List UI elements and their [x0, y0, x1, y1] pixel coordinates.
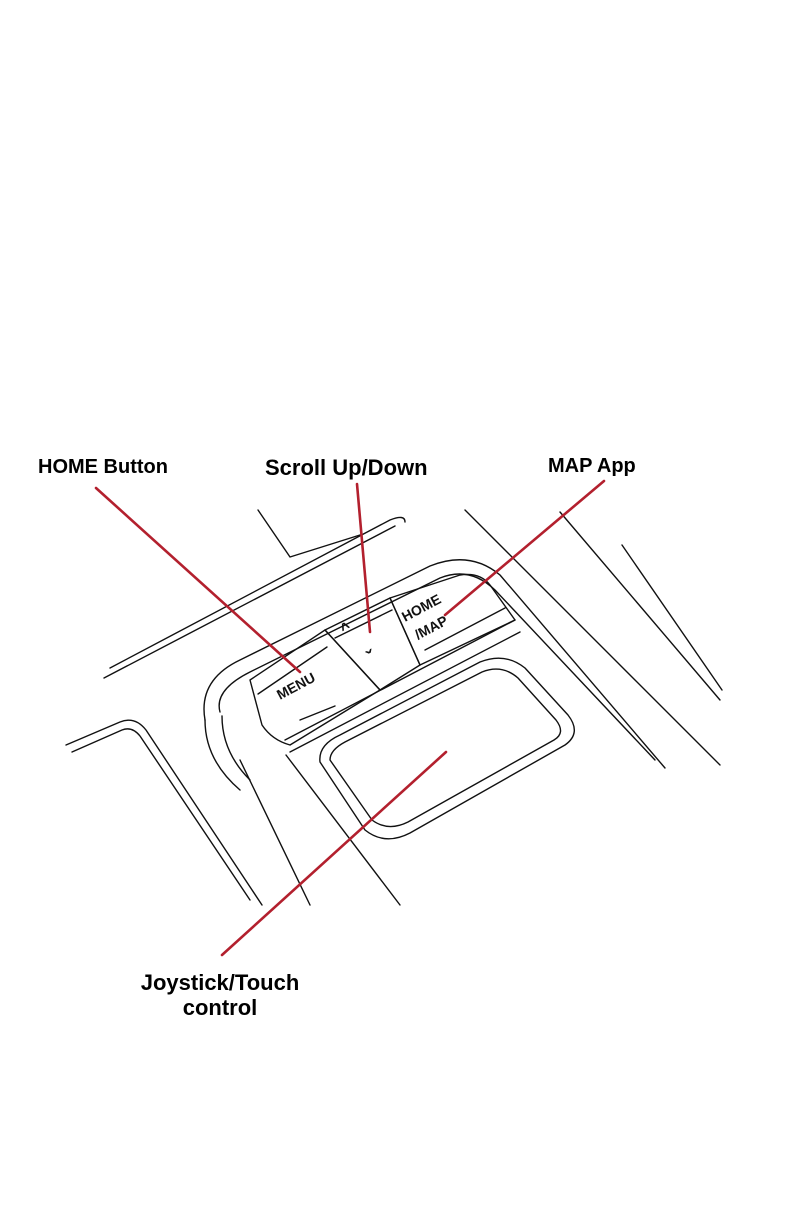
callout-joystick-line1: Joystick/Touch: [100, 970, 340, 995]
menu-button-label: MENU: [274, 669, 318, 702]
button-row-base: [285, 620, 520, 752]
leader-home-button: [96, 488, 300, 672]
callout-joystick-line2: control: [100, 995, 340, 1020]
touchpad-shape: [320, 658, 574, 839]
leader-map-app: [445, 481, 604, 615]
callout-joystick-touch: Joystick/Touch control: [100, 970, 340, 1021]
scroll-down-glyph: ˇ: [364, 646, 381, 669]
callout-scroll-up-down: Scroll Up/Down: [265, 455, 428, 480]
menu-button-shape: [250, 630, 380, 745]
callout-home-button: HOME Button: [38, 456, 168, 479]
callout-map-app: MAP App: [548, 455, 636, 478]
leader-scroll: [357, 484, 370, 632]
